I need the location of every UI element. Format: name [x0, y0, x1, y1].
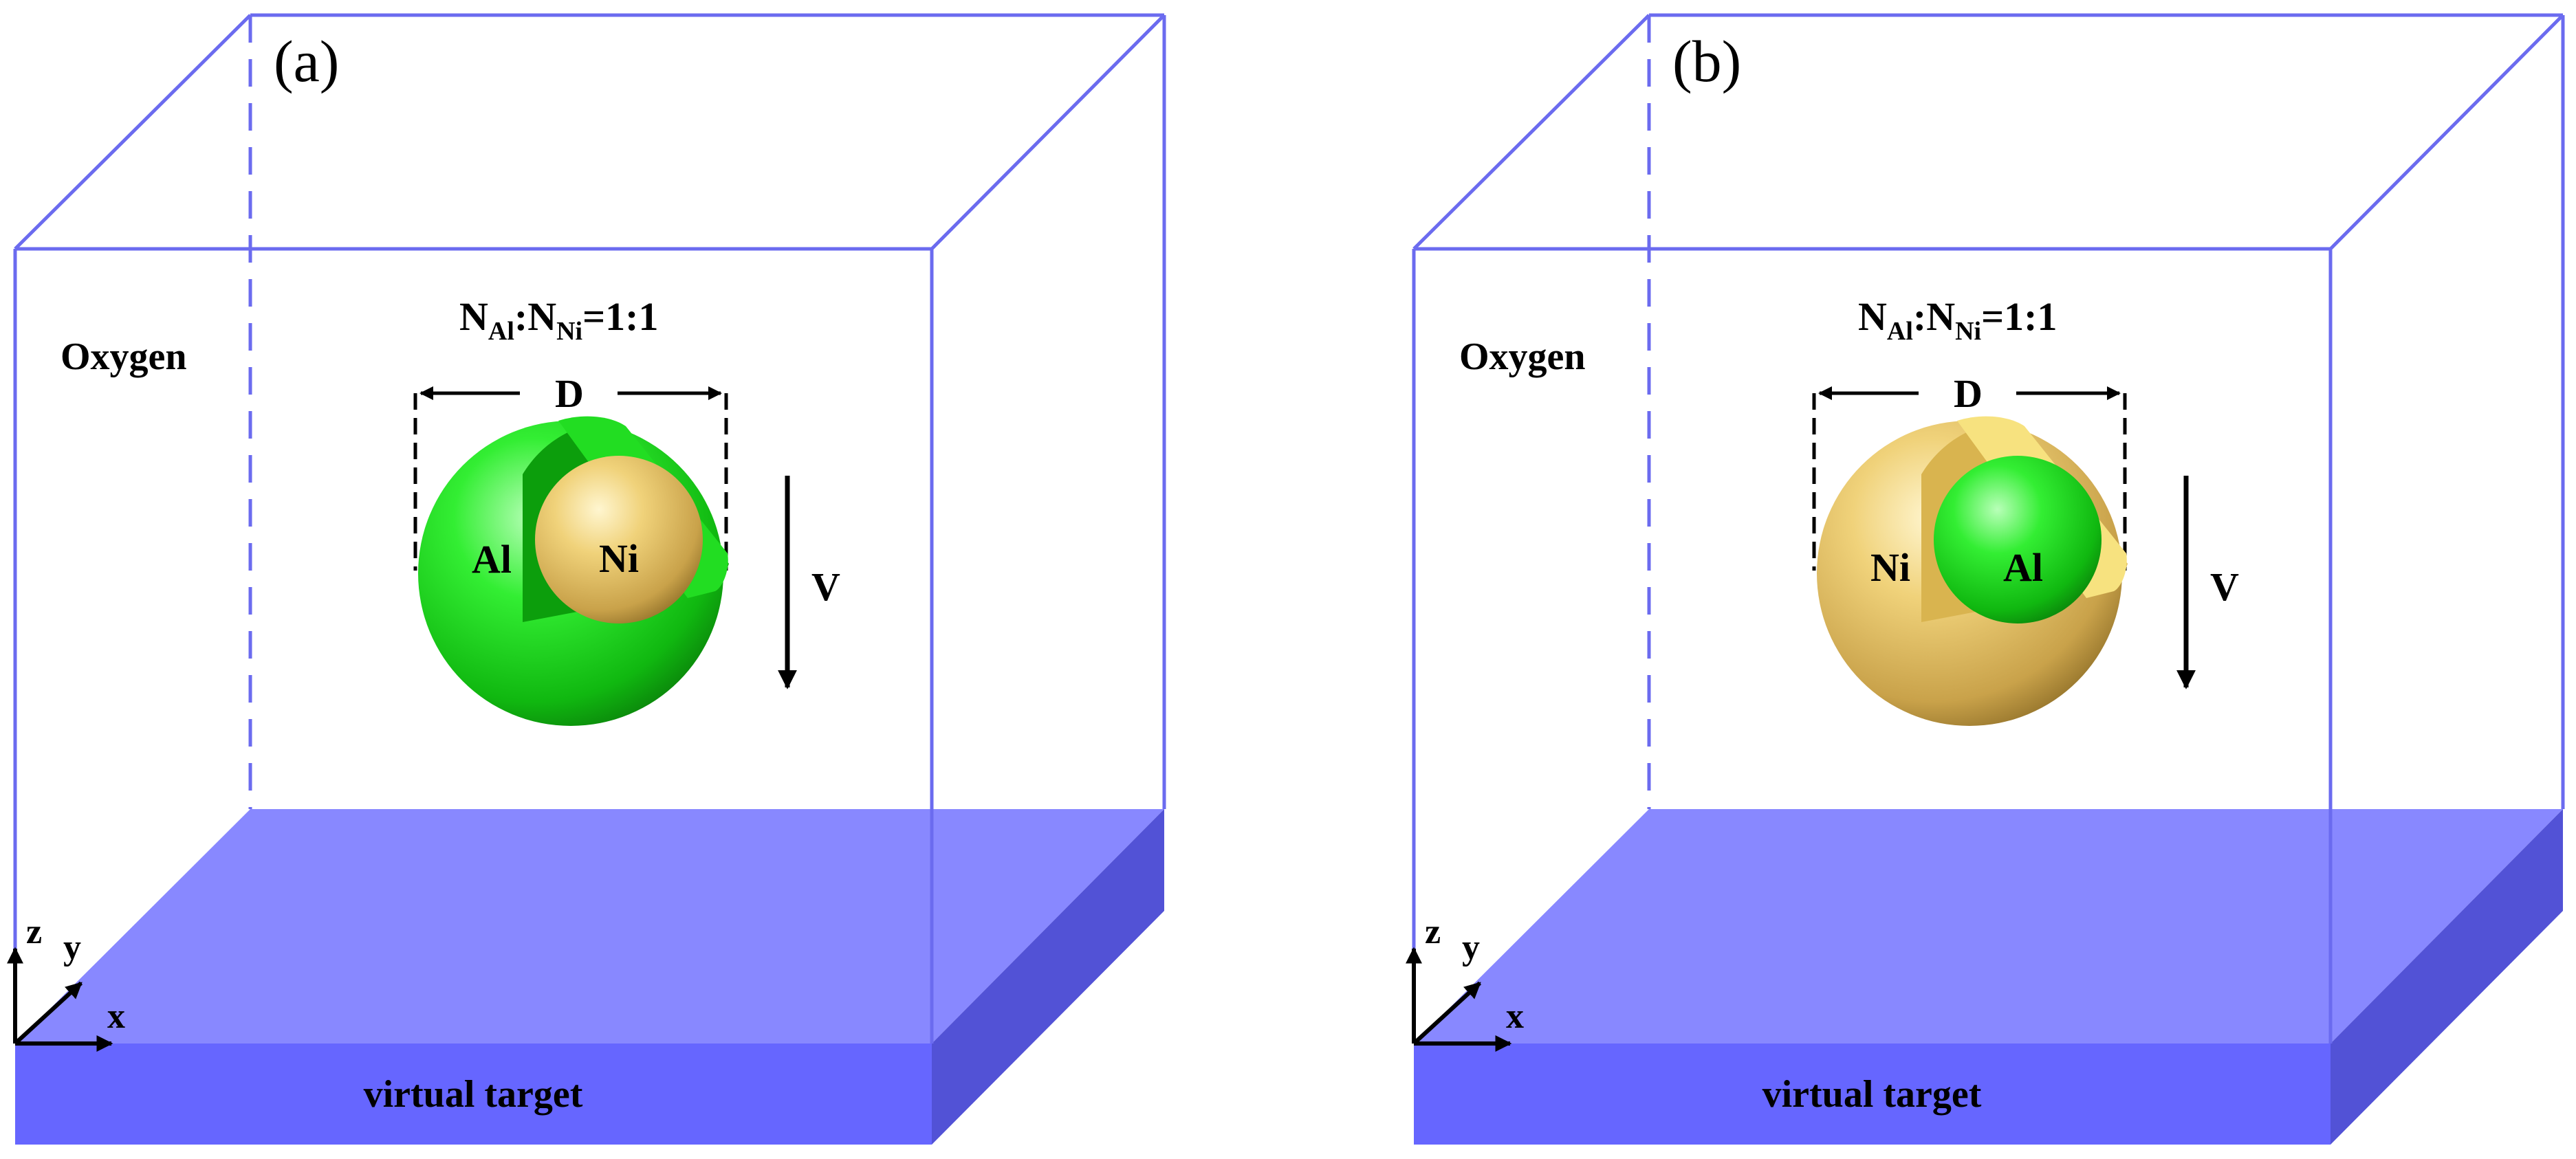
target-top-face: [15, 809, 1164, 1044]
axis-x-label: x: [107, 997, 125, 1036]
diameter-label: D: [555, 371, 584, 416]
axis-x-label: x: [1506, 997, 1524, 1036]
core-shell-particle: [1817, 416, 2128, 726]
simulation-box: [1412, 13, 2565, 1044]
outer-material-label: Ni: [1870, 545, 1910, 590]
target-front-face: [15, 1044, 932, 1145]
inner-core: [535, 456, 703, 623]
inner-core: [1934, 456, 2102, 623]
axis-y-label: y: [1462, 928, 1480, 967]
medium-label: Oxygen: [1459, 335, 1586, 378]
outer-material-label: Al: [472, 537, 512, 582]
velocity-label: V: [811, 564, 840, 609]
panel-a: virtual target (a) Oxygen NAl:NNi=1:1 D: [6, 13, 1166, 1145]
panel-label: (a): [274, 28, 339, 94]
axes-triad: [1406, 947, 1512, 1052]
ratio-label: NAl:NNi=1:1: [459, 294, 658, 346]
target-side-face: [932, 809, 1164, 1145]
axis-y-label: y: [63, 928, 81, 967]
axis-z-label: z: [26, 912, 42, 951]
target-side-face: [2331, 809, 2563, 1145]
ratio-label: NAl:NNi=1:1: [1858, 294, 2057, 346]
panel-b: virtual target (b) Oxygen NAl:NNi=1:1 D: [1406, 13, 2565, 1145]
axes-triad: [6, 947, 113, 1052]
target-label: virtual target: [364, 1073, 583, 1116]
medium-label: Oxygen: [61, 335, 187, 378]
simulation-box: [13, 13, 1166, 1044]
velocity-label: V: [2210, 564, 2239, 609]
diameter-marker: [1812, 386, 2127, 571]
core-shell-particle: [418, 416, 729, 726]
diameter-marker: [413, 386, 728, 571]
target-label: virtual target: [1762, 1073, 1982, 1116]
inner-material-label: Ni: [599, 536, 639, 581]
panel-label: (b): [1672, 28, 1741, 94]
target-top-face: [1414, 809, 2563, 1044]
diameter-label: D: [1954, 371, 1983, 416]
target-front-face: [1414, 1044, 2331, 1145]
inner-material-label: Al: [2003, 545, 2043, 590]
axis-z-label: z: [1425, 912, 1441, 951]
